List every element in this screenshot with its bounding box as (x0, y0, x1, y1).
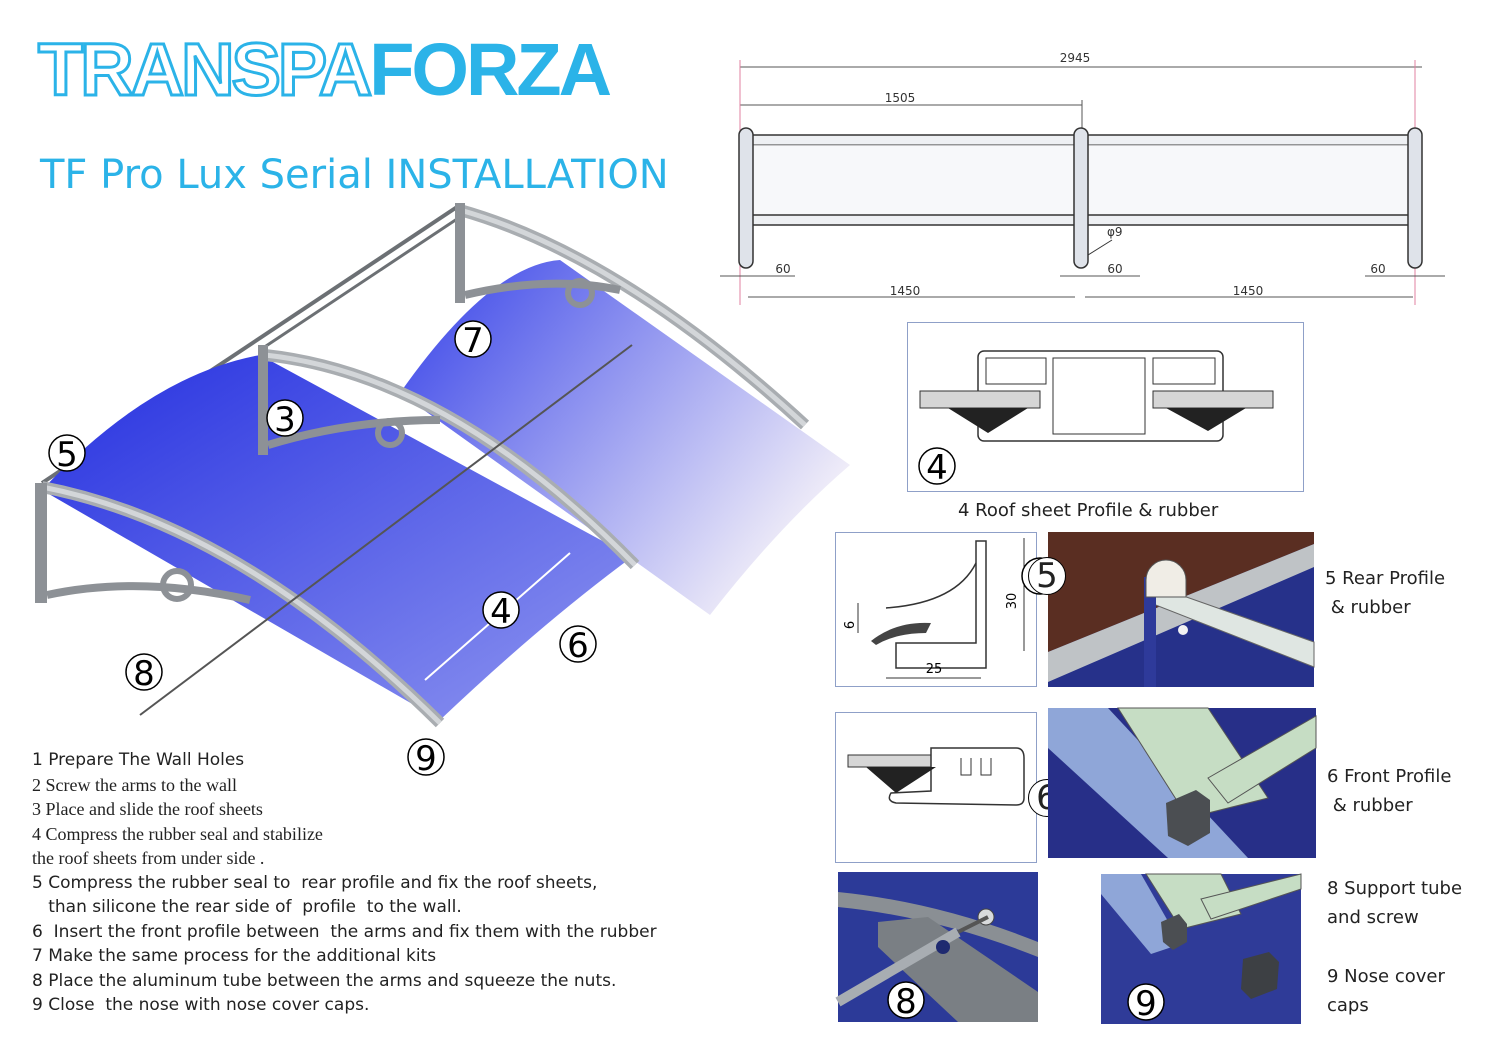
detail-6-caption-line1: 6 Front Profile (1327, 766, 1452, 787)
dim-60-left: 60 (775, 262, 790, 276)
wall-plate-left (35, 483, 47, 603)
svg-text:5: 5 (56, 435, 78, 475)
marker-5: 5 (48, 434, 86, 475)
detail-5-box: 30 6 25 (835, 532, 1037, 687)
detail-8-photo: 8 (835, 872, 1038, 1022)
step-2: 2 Screw the arms to the wall (32, 774, 237, 795)
detail-4-caption: 4 Roof sheet Profile & rubber (958, 500, 1219, 521)
brand-logo: TRANSPAFORZA (36, 28, 612, 111)
detail-8-caption: 8 Support tube and screw (1327, 874, 1462, 932)
detail-5-caption-line2: & rubber (1325, 597, 1411, 618)
marker-5-detail: 5 (1028, 557, 1066, 595)
detail-5-photo (1021, 532, 1315, 687)
marker-6: 6 (559, 625, 597, 666)
arm-bracket (878, 917, 1038, 1022)
step-5: 5 Compress the rubber seal to rear profi… (32, 872, 598, 893)
rubber-seal-left (948, 408, 1028, 433)
detail-9-photo: 9 (1101, 873, 1302, 1024)
nose-cover-cap (1241, 952, 1279, 999)
roof-sheet-left-edge (919, 390, 1041, 409)
marker-4: 4 (482, 591, 520, 632)
detail-8-caption-line1: 8 Support tube (1327, 878, 1463, 899)
step-1: 1 Prepare The Wall Holes (32, 750, 245, 770)
detail-9-caption: 9 Nose cover caps (1327, 962, 1445, 1020)
marker-7: 7 (454, 320, 492, 361)
arm-top-middle (1073, 127, 1089, 269)
svg-text:3: 3 (274, 400, 296, 440)
dim-30: 30 (1005, 593, 1020, 610)
marker-9-detail: 9 (1135, 984, 1157, 1024)
roof-sheet-right-edge (1152, 390, 1274, 409)
step-4-cont: the roof sheets from under side . (32, 848, 265, 868)
step-7: 7 Make the same process for the addition… (32, 946, 437, 966)
step-3: 3 Place and slide the roof sheets (32, 799, 263, 819)
arm-top-right (1407, 127, 1423, 269)
detail-4-box: 4 (907, 322, 1304, 492)
dim-2945: 2945 (1060, 51, 1091, 65)
marker-9: 9 (407, 738, 445, 779)
front-rubber-section (866, 767, 936, 793)
detail-6-box (835, 712, 1037, 863)
step-4: 4 Compress the rubber seal and stabilize (32, 823, 323, 844)
marker-4-detail: 4 (926, 448, 948, 488)
svg-text:9: 9 (415, 739, 437, 779)
svg-text:4: 4 (490, 592, 512, 632)
dim-1505: 1505 (885, 91, 916, 105)
rear-profile-bar-2 (259, 215, 461, 352)
dim-1450-right: 1450 (1233, 284, 1264, 298)
detail-6-photo (1048, 707, 1317, 858)
step-6: 6 Insert the front profile between the a… (32, 921, 657, 942)
detail-9-caption-line1: 9 Nose cover (1327, 966, 1445, 987)
arm-top-left (738, 127, 754, 269)
dim-6: 6 (843, 621, 858, 629)
marker-8: 8 (125, 653, 163, 694)
roof-sheet-right (400, 260, 850, 615)
support-tube (139, 344, 633, 716)
installation-steps: 1 Prepare The Wall Holes 2 Screw the arm… (32, 748, 657, 1018)
canopy-assembly-drawing: 5 3 7 4 6 8 9 (35, 203, 850, 779)
step-9: 9 Close the nose with nose cover caps. (32, 995, 370, 1015)
detail-5-caption-line1: 5 Rear Profile (1325, 568, 1446, 589)
dim-60-right: 60 (1370, 262, 1385, 276)
rubber-seal-right (1166, 408, 1246, 431)
detail-6-caption: 6 Front Profile & rubber (1327, 762, 1451, 820)
marker-3: 3 (266, 399, 304, 440)
svg-text:8: 8 (133, 654, 155, 694)
svg-text:7: 7 (462, 321, 484, 361)
svg-text:6: 6 (567, 626, 589, 666)
front-profile-section (888, 747, 1025, 806)
step-5-cont: than silicone the rear side of profile t… (32, 897, 462, 917)
step-8: 8 Place the aluminum tube between the ar… (32, 970, 617, 991)
dim-25: 25 (926, 662, 943, 677)
detail-5-caption: 5 Rear Profile & rubber (1325, 564, 1445, 622)
front-rubber-cap (1166, 790, 1210, 846)
page-title: TF Pro Lux Serial INSTALLATION (40, 152, 669, 198)
detail-6-caption-line2: & rubber (1327, 795, 1413, 816)
rear-profile-section (895, 540, 987, 669)
detail-8-caption-line2: and screw (1327, 907, 1419, 928)
rear-rubber-section (871, 622, 931, 645)
detail-9-caption-line2: caps (1327, 995, 1369, 1016)
wall-plate-right (455, 203, 465, 303)
logo-part-forza: FORZA (369, 28, 612, 111)
logo-part-transpa: TRANSPA (36, 28, 373, 111)
dim-60-middle: 60 (1107, 262, 1122, 276)
dim-1450-left: 1450 (890, 284, 921, 298)
dim-hole-diameter: φ9 (1107, 225, 1123, 239)
wall-plate-middle (258, 345, 268, 455)
marker-8-detail: 8 (895, 982, 917, 1022)
top-dimension-drawing: 2945 1505 1450 1450 60 60 60 φ9 (720, 51, 1445, 305)
